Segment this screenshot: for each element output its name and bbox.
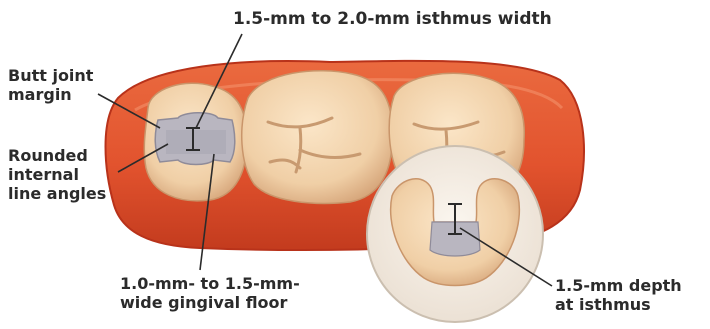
label-rounded-line2: internal	[8, 165, 106, 184]
label-butt-joint-line1: Butt joint	[8, 66, 93, 85]
label-gingival-line1: 1.0-mm- to 1.5-mm-	[120, 274, 300, 293]
label-rounded-line3: line angles	[8, 184, 106, 203]
label-depth-line1: 1.5-mm depth	[555, 276, 682, 295]
label-rounded-line1: Rounded	[8, 146, 106, 165]
label-depth-line2: at isthmus	[555, 295, 682, 314]
label-rounded-internal-line-angles: Rounded internal line angles	[8, 146, 106, 203]
molar-tooth-1	[242, 71, 392, 204]
label-isthmus-width-text: 1.5-mm to 2.0-mm isthmus width	[233, 10, 552, 29]
label-isthmus-depth: 1.5-mm depth at isthmus	[555, 276, 682, 314]
label-butt-joint-line2: margin	[8, 85, 93, 104]
label-gingival-line2: wide gingival floor	[120, 293, 300, 312]
label-butt-joint-margin: Butt joint margin	[8, 66, 93, 104]
label-gingival-floor: 1.0-mm- to 1.5-mm- wide gingival floor	[120, 274, 300, 312]
label-isthmus-width: 1.5-mm to 2.0-mm isthmus width	[233, 10, 552, 29]
